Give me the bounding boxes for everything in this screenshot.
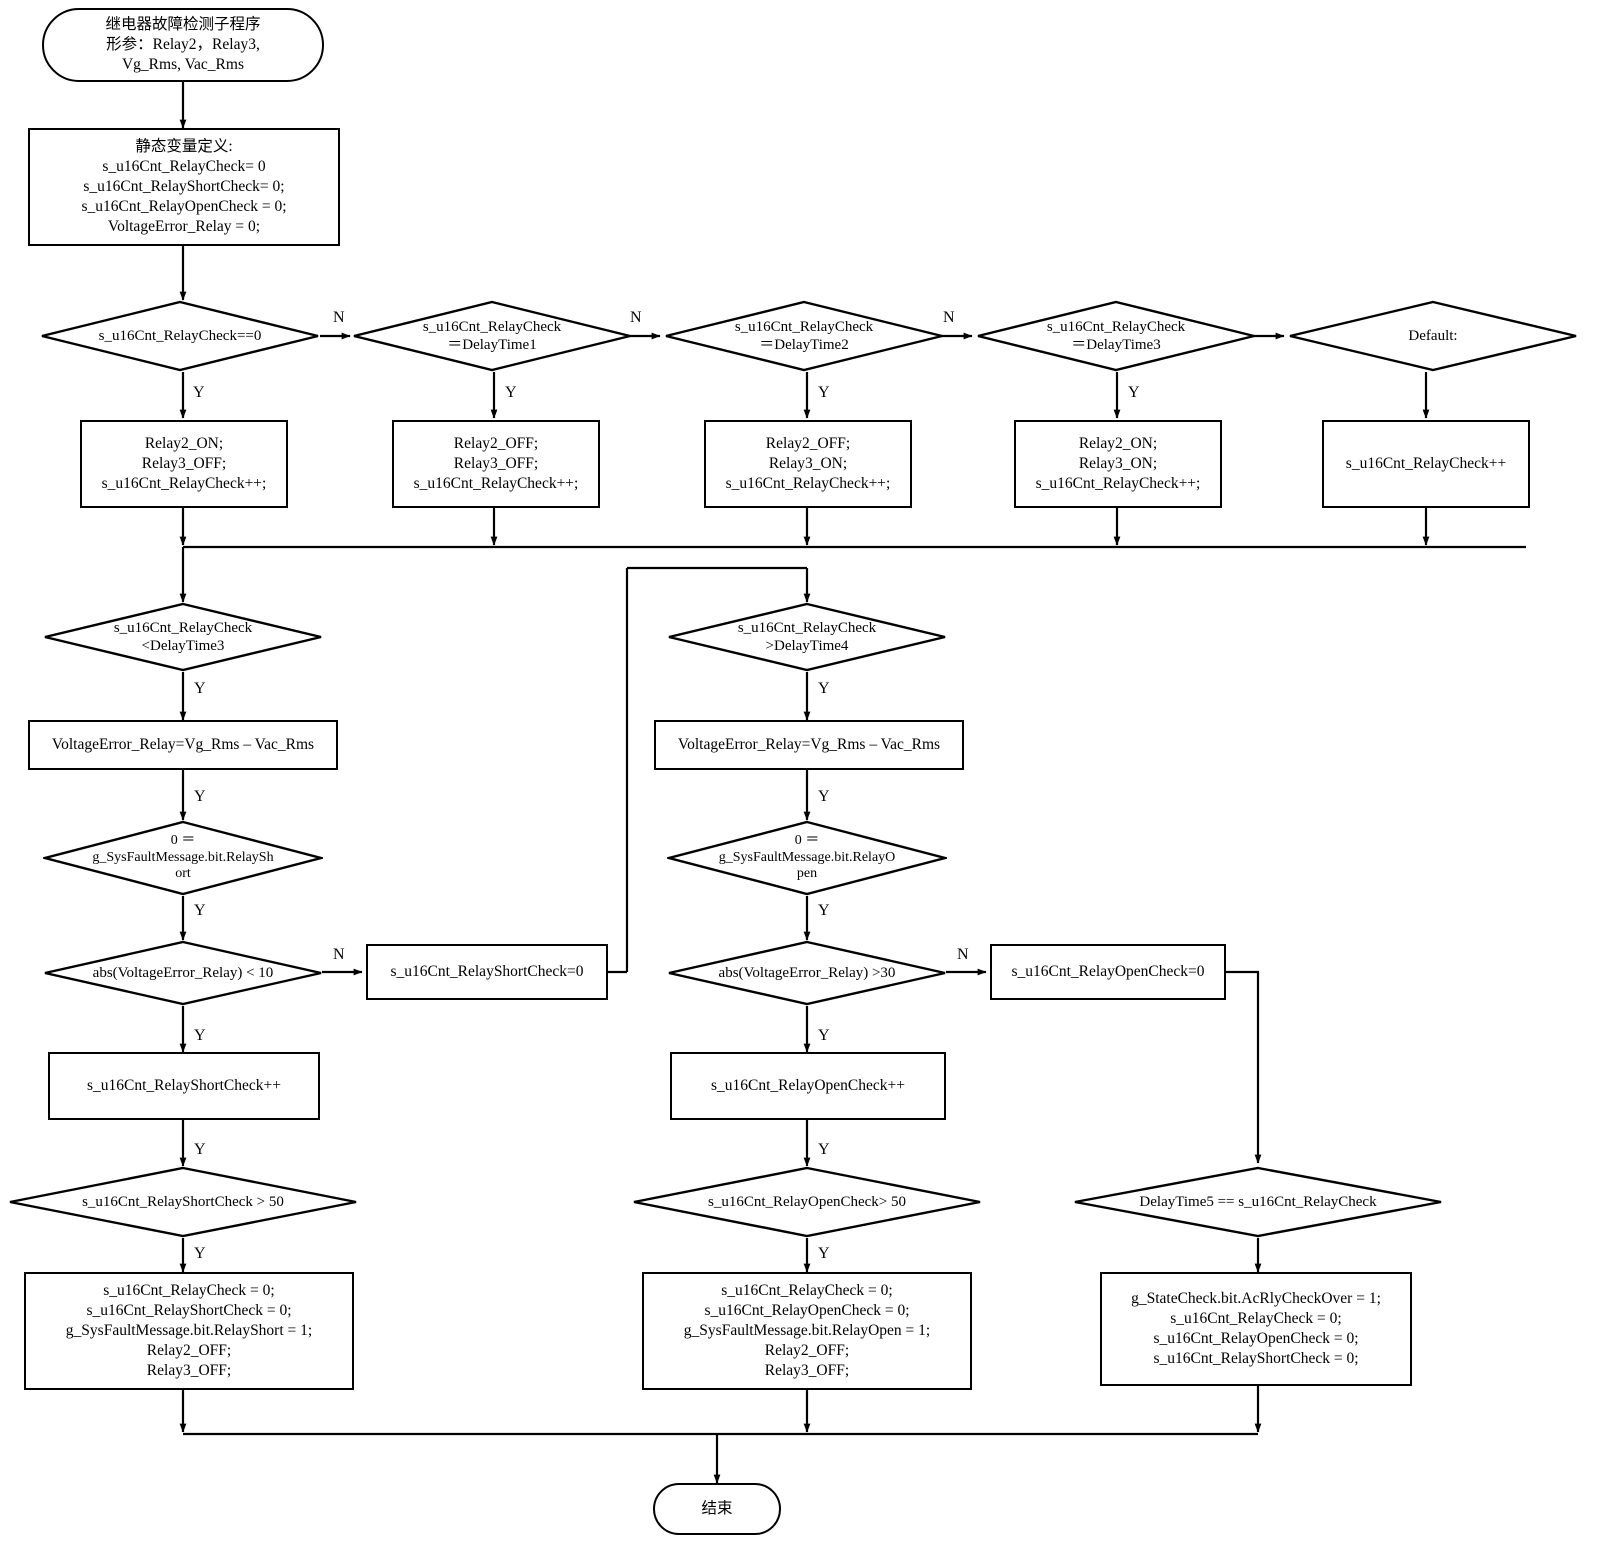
edge-label-n2: N	[630, 309, 642, 326]
diamond-shape	[44, 940, 322, 1006]
relay-short-fault-label: s_u16Cnt_RelayCheck = 0; s_u16Cnt_RelayS…	[65, 1282, 313, 1379]
decision-shortcheck-gt-50: s_u16Cnt_RelayShortCheck > 50	[8, 1166, 358, 1238]
decision-relaycheck-lt-delaytime3: s_u16Cnt_RelayCheck <DelayTime3	[43, 602, 323, 672]
edge-label-y9: Y	[194, 1141, 206, 1158]
decision-delaytime1: s_u16Cnt_RelayCheck ＝DelayTime1	[352, 300, 632, 372]
edge-label-y11: Y	[818, 680, 830, 697]
edge-label-n1: N	[333, 309, 345, 326]
diamond-shape	[353, 300, 631, 372]
decision-relaycheck-gt-delaytime4: s_u16Cnt_RelayCheck >DelayTime4	[667, 602, 947, 672]
decision-default: Default:	[1288, 300, 1578, 372]
diamond-shape	[44, 602, 322, 672]
edge-label-y7: Y	[194, 902, 206, 919]
edge-label-y4: Y	[1128, 384, 1140, 401]
decision-delaytime5-equals-relaycheck: DelayTime5 == s_u16Cnt_RelayCheck	[1073, 1166, 1443, 1238]
compute-voltage-error-left-label: VoltageError_Relay=Vg_Rms – Vac_Rms	[51, 736, 315, 754]
start-terminator: 继电器故障检测子程序 形参：Relay2，Relay3, Vg_Rms, Vac…	[42, 8, 324, 82]
decision-relayopen-flag-zero: 0 ＝ g_SysFaultMessage.bit.RelayO pen	[667, 820, 947, 896]
edge-label-n3: N	[943, 309, 955, 326]
compute-voltage-error-right: VoltageError_Relay=Vg_Rms – Vac_Rms	[654, 720, 964, 770]
diamond-shape	[668, 602, 946, 672]
action-relay2on-relay3off: Relay2_ON; Relay3_OFF; s_u16Cnt_RelayChe…	[80, 420, 288, 508]
decision-delaytime3-equal: s_u16Cnt_RelayCheck ＝DelayTime3	[976, 300, 1256, 372]
edge-label-y1: Y	[193, 384, 205, 401]
static-variable-definition-box: 静态变量定义: s_u16Cnt_RelayCheck= 0 s_u16Cnt_…	[28, 128, 340, 246]
edge-label-y14: Y	[818, 1027, 830, 1044]
edge-label-y5: Y	[194, 680, 206, 697]
decision-relaycheck-eq-0: s_u16Cnt_RelayCheck==0	[40, 300, 320, 372]
clear-relayopencheck-label: s_u16Cnt_RelayOpenCheck=0	[1011, 963, 1205, 981]
compute-voltage-error-left: VoltageError_Relay=Vg_Rms – Vac_Rms	[28, 720, 338, 770]
increment-relayopencheck-label: s_u16Cnt_RelayOpenCheck++	[711, 1077, 905, 1095]
clear-relayshortcheck-box: s_u16Cnt_RelayShortCheck=0	[366, 944, 608, 1000]
edge-label-y3: Y	[818, 384, 830, 401]
increment-relayopencheck-box: s_u16Cnt_RelayOpenCheck++	[670, 1052, 946, 1120]
diamond-shape	[977, 300, 1255, 372]
diamond-shape	[633, 1166, 981, 1238]
relay-check-over-box: g_StateCheck.bit.AcRlyCheckOver = 1; s_u…	[1100, 1272, 1412, 1386]
diamond-shape	[667, 820, 947, 896]
diamond-shape	[1074, 1166, 1442, 1238]
edge-label-y12: Y	[818, 788, 830, 805]
edge-label-y10: Y	[194, 1245, 206, 1262]
diamond-shape	[1289, 300, 1577, 372]
edge-label-y8: Y	[194, 1027, 206, 1044]
end-terminator: 结束	[653, 1483, 781, 1535]
decision-abs-voltage-error-gt-30: abs(VoltageError_Relay) >30	[667, 940, 947, 1006]
compute-voltage-error-right-label: VoltageError_Relay=Vg_Rms – Vac_Rms	[677, 736, 941, 754]
action-relay2off-relay3on: Relay2_OFF; Relay3_ON; s_u16Cnt_RelayChe…	[704, 420, 912, 508]
action-relay2off-relay3off: Relay2_OFF; Relay3_OFF; s_u16Cnt_RelayCh…	[392, 420, 600, 508]
decision-delaytime2: s_u16Cnt_RelayCheck ＝DelayTime2	[664, 300, 944, 372]
relay-open-fault-label: s_u16Cnt_RelayCheck = 0; s_u16Cnt_RelayO…	[683, 1282, 931, 1379]
static-variable-definition-label: 静态变量定义: s_u16Cnt_RelayCheck= 0 s_u16Cnt_…	[81, 138, 287, 235]
edge-label-y16: Y	[818, 1245, 830, 1262]
increment-relayshortcheck-box: s_u16Cnt_RelayShortCheck++	[48, 1052, 320, 1120]
start-label: 继电器故障检测子程序 形参：Relay2，Relay3, Vg_Rms, Vac…	[105, 15, 261, 74]
edge-label-n4: N	[333, 946, 345, 963]
action-relaycheck-increment: s_u16Cnt_RelayCheck++	[1322, 420, 1530, 508]
clear-relayopencheck-box: s_u16Cnt_RelayOpenCheck=0	[990, 944, 1226, 1000]
relay-short-fault-box: s_u16Cnt_RelayCheck = 0; s_u16Cnt_RelayS…	[24, 1272, 354, 1390]
diamond-shape	[9, 1166, 357, 1238]
increment-relayshortcheck-label: s_u16Cnt_RelayShortCheck++	[87, 1077, 281, 1095]
diamond-shape	[41, 300, 319, 372]
diamond-shape	[668, 940, 946, 1006]
action-relay2off-relay3off-label: Relay2_OFF; Relay3_OFF; s_u16Cnt_RelayCh…	[413, 435, 579, 492]
decision-relayshort-flag-zero: 0 ＝ g_SysFaultMessage.bit.RelaySh ort	[43, 820, 323, 896]
relay-check-over-label: g_StateCheck.bit.AcRlyCheckOver = 1; s_u…	[1131, 1290, 1381, 1367]
relay-open-fault-box: s_u16Cnt_RelayCheck = 0; s_u16Cnt_RelayO…	[642, 1272, 972, 1390]
clear-relayshortcheck-label: s_u16Cnt_RelayShortCheck=0	[390, 963, 584, 981]
decision-abs-voltage-error-lt-10: abs(VoltageError_Relay) < 10	[43, 940, 323, 1006]
action-relay2on-relay3on-label: Relay2_ON; Relay3_ON; s_u16Cnt_RelayChec…	[1035, 435, 1201, 492]
edge-label-y2: Y	[505, 384, 517, 401]
edge-label-y15: Y	[818, 1141, 830, 1158]
decision-opencheck-gt-50: s_u16Cnt_RelayOpenCheck> 50	[632, 1166, 982, 1238]
end-label: 结束	[701, 1499, 733, 1517]
edge-label-y13: Y	[818, 902, 830, 919]
action-relay2off-relay3on-label: Relay2_OFF; Relay3_ON; s_u16Cnt_RelayChe…	[725, 435, 891, 492]
diamond-shape	[665, 300, 943, 372]
edge-label-y6: Y	[194, 788, 206, 805]
action-relay2on-relay3off-label: Relay2_ON; Relay3_OFF; s_u16Cnt_RelayChe…	[101, 435, 267, 492]
edge-label-n5: N	[957, 946, 969, 963]
action-relaycheck-increment-label: s_u16Cnt_RelayCheck++	[1345, 455, 1507, 473]
diamond-shape	[43, 820, 323, 896]
action-relay2on-relay3on: Relay2_ON; Relay3_ON; s_u16Cnt_RelayChec…	[1014, 420, 1222, 508]
